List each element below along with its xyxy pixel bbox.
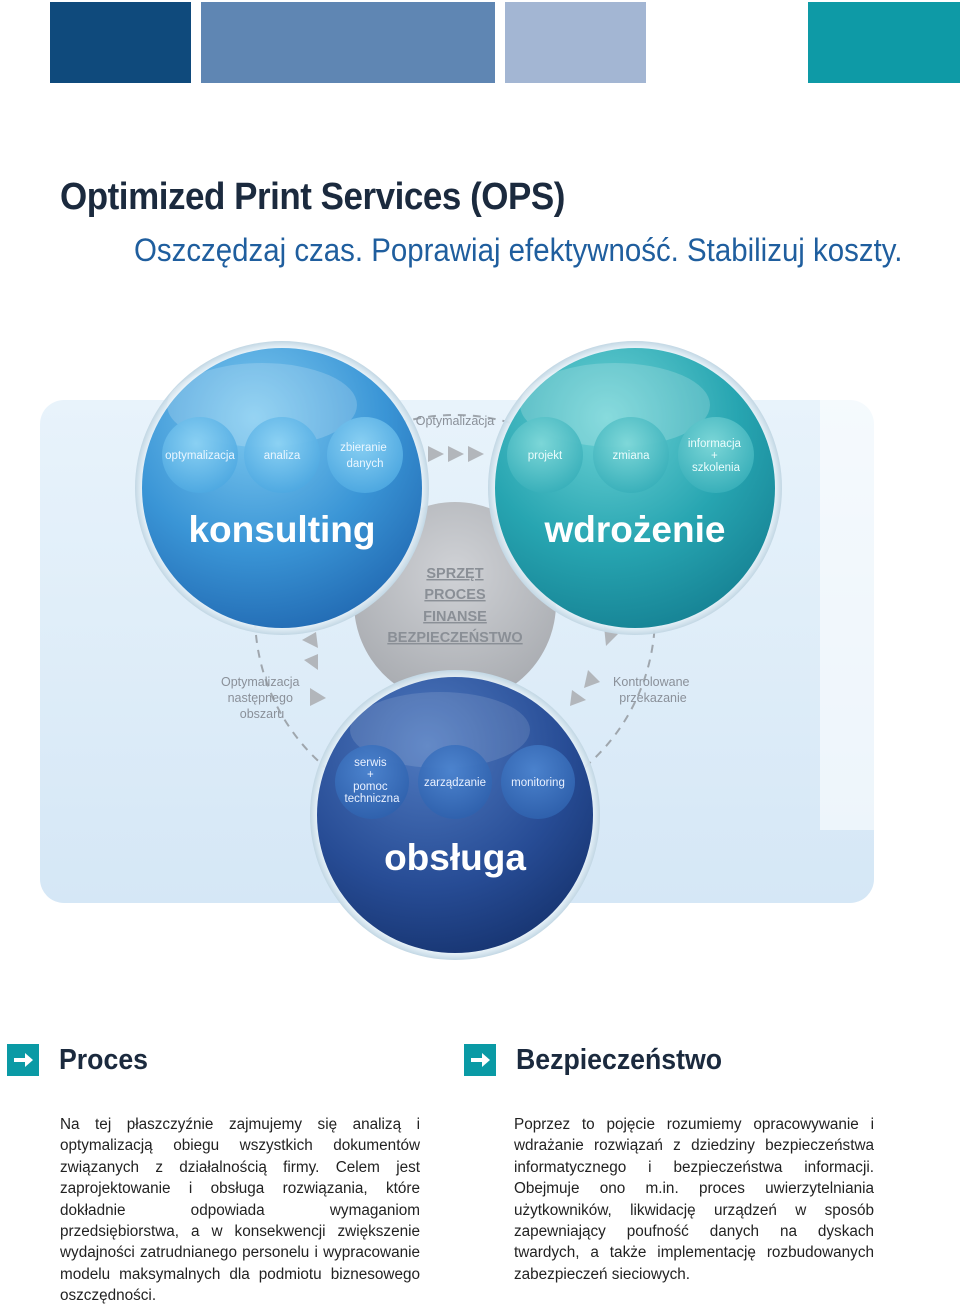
section-bezpieczenstwo-title: Bezpieczeństwo: [516, 1043, 723, 1076]
left-label: Optymalizacja następnego obszaru: [221, 675, 303, 721]
header-bar-4: [808, 2, 960, 83]
obsluga-bubble-2: [418, 745, 492, 819]
obsluga-label: obsługa: [384, 837, 526, 878]
center-item-1: SPRZĘT: [426, 566, 483, 582]
konsulting-bubble-1: [162, 417, 238, 493]
section-bezpieczenstwo-text: Poprzez to pojęcie rozumiemy opracowywan…: [514, 1116, 874, 1283]
wdrozenie-bubble-1: [507, 417, 583, 493]
wdrozenie-bubble-label-3: informacja + szkolenia: [688, 438, 744, 474]
wdrozenie-bubble-label-2: zmiana: [612, 450, 650, 462]
header-bar-3: [505, 2, 646, 83]
arrow-right-icon: [7, 1044, 39, 1076]
ops-cycle-diagram: SPRZĘT PROCES FINANSE BEZPIECZEŃSTWO opt…: [40, 341, 874, 960]
section-proces-title: Proces: [59, 1043, 148, 1076]
obsluga-bubble-label-3: monitoring: [511, 777, 565, 789]
obsluga-bubble-label-1: serwis + pomoc techniczna: [345, 757, 401, 805]
right-label: Kontrolowane przekazanie: [613, 675, 693, 705]
konsulting-bubble-3: [327, 417, 403, 493]
obsluga-bubble-1: [335, 745, 409, 819]
header-bar-2: [201, 2, 495, 83]
wdrozenie-bubble-label-1: projekt: [528, 450, 563, 462]
konsulting-bubble-label-2: analiza: [264, 450, 301, 462]
section-proces-text: Na tej płaszczyźnie zajmujemy się analiz…: [60, 1116, 420, 1305]
section-bezpieczenstwo-header: Bezpieczeństwo: [464, 1040, 740, 1080]
wdrozenie-bubble-2: [593, 417, 669, 493]
wdrozenie-label: wdrożenie: [544, 509, 726, 550]
obsluga-bubble-label-2: zarządzanie: [424, 777, 486, 789]
top-label: Optymalizacja: [416, 414, 495, 428]
page-title: Optimized Print Services (OPS): [60, 176, 565, 218]
center-item-2: PROCES: [424, 587, 486, 603]
obsluga-bubble-3: [501, 745, 575, 819]
konsulting-bubble-label-3: zbieranie danych: [340, 442, 390, 470]
arrow-right-icon: [464, 1044, 496, 1076]
header-bar-1: [50, 2, 191, 83]
center-item-3: FINANSE: [423, 609, 487, 625]
page-subtitle: Oszczędzaj czas. Poprawiaj efektywność. …: [134, 232, 903, 268]
konsulting-bubble-2: [244, 417, 320, 493]
konsulting-label: konsulting: [188, 509, 375, 550]
center-items: SPRZĘT PROCES FINANSE BEZPIECZEŃSTWO: [387, 566, 522, 646]
center-item-4: BEZPIECZEŃSTWO: [387, 629, 522, 646]
konsulting-bubble-label-1: optymalizacja: [165, 450, 235, 462]
section-proces-header: Proces: [7, 1040, 156, 1080]
wdrozenie-bubble-3: [678, 417, 754, 493]
